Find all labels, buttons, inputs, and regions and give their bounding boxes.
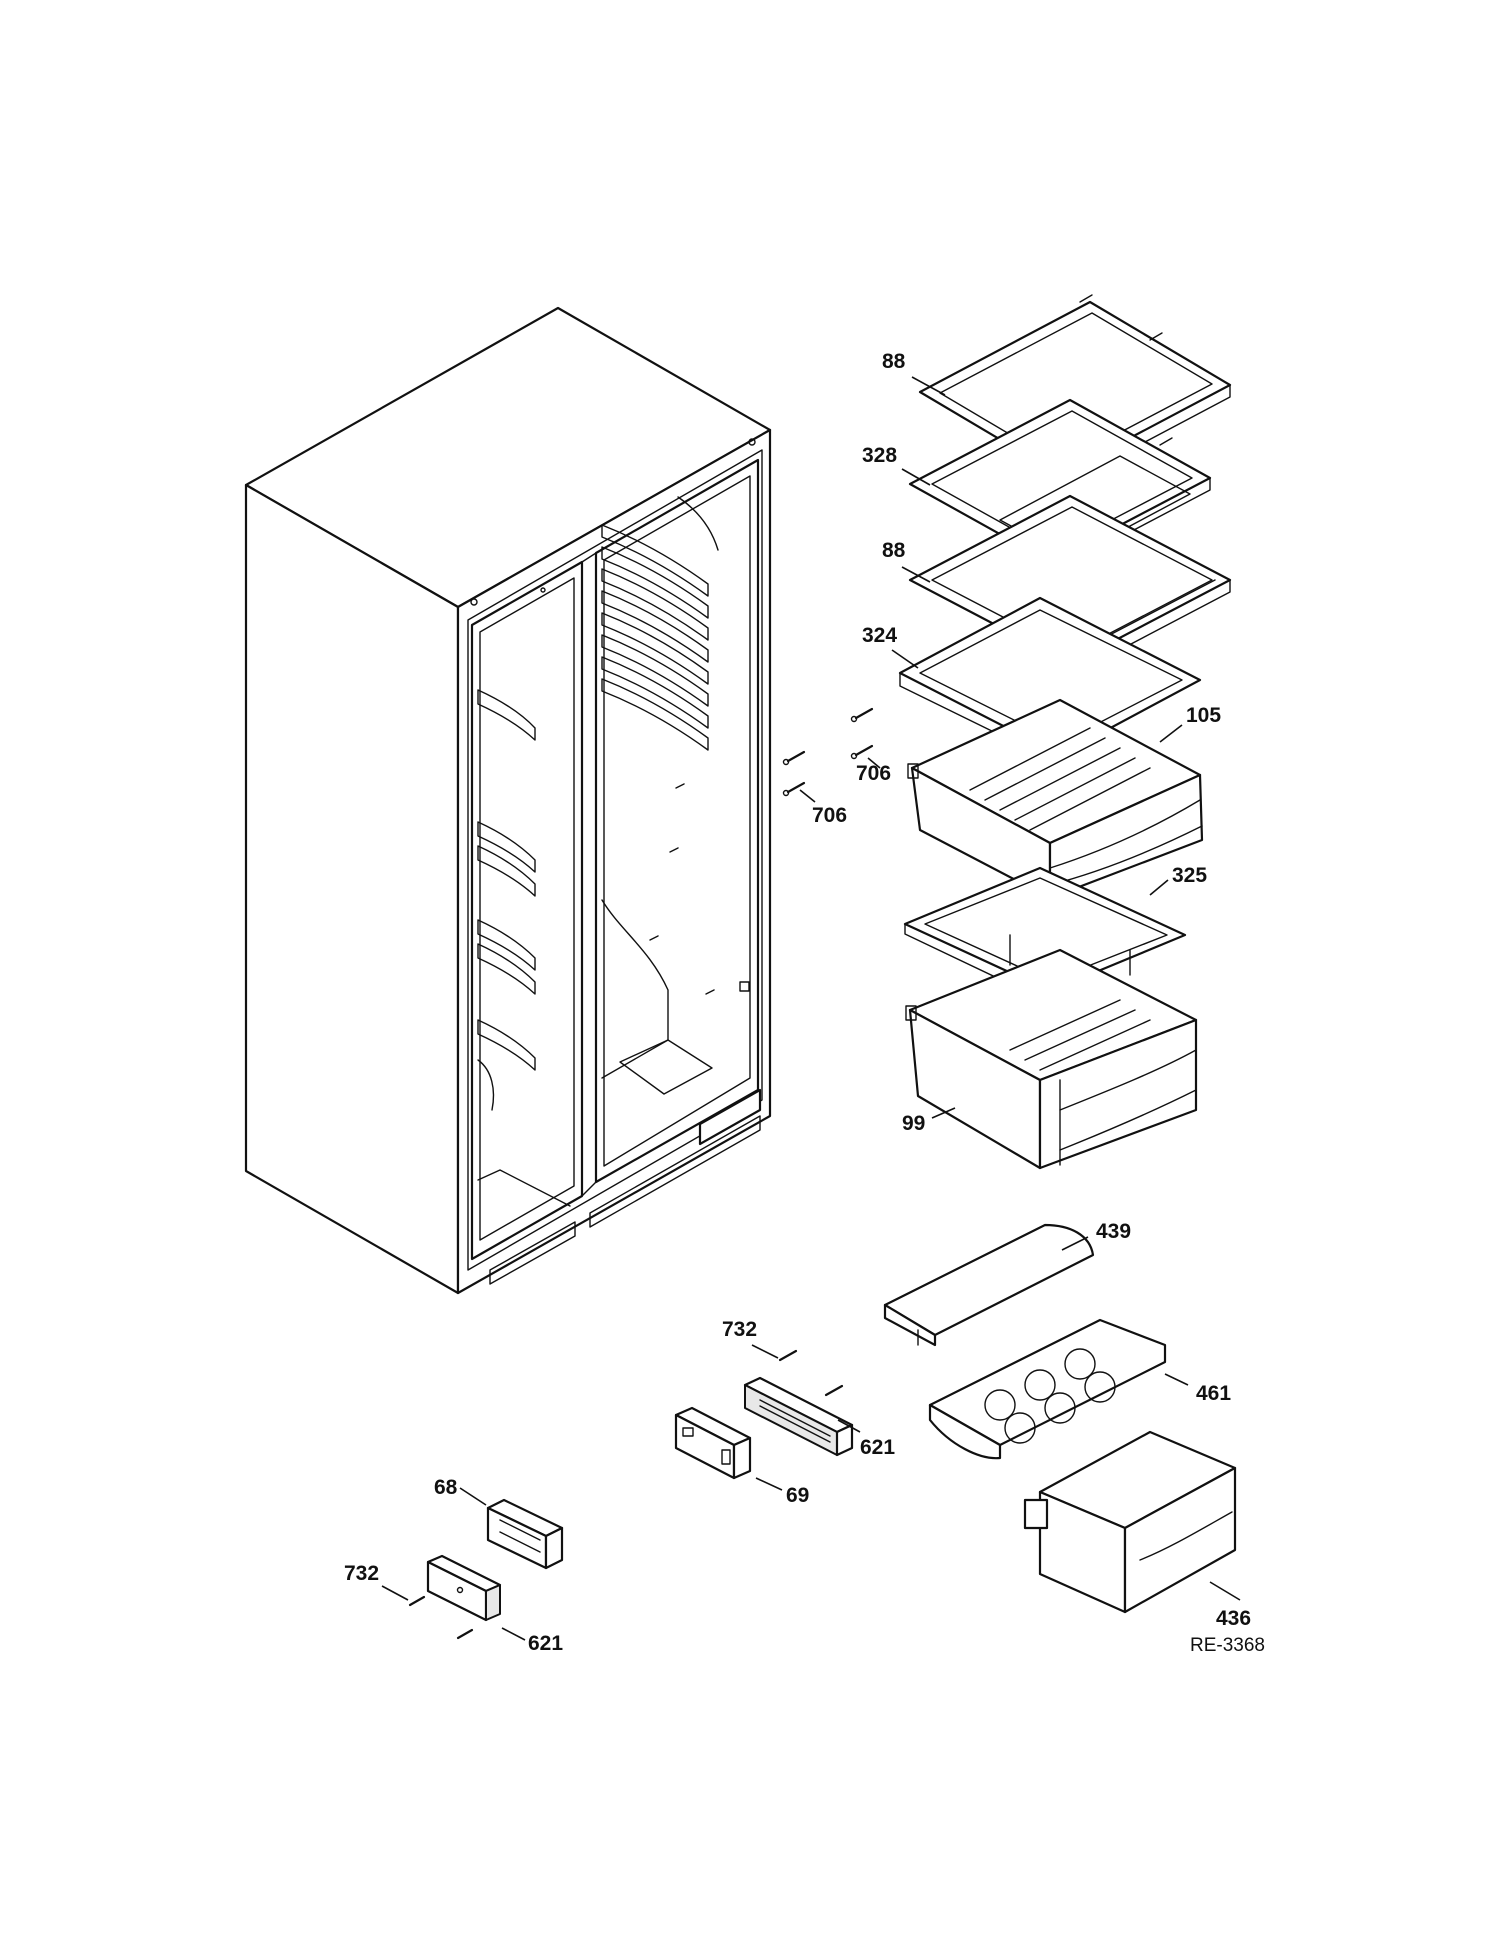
diagram-reference-code: RE-3368 — [1190, 1635, 1265, 1656]
callout-99: 99 — [902, 1112, 925, 1135]
callout-621-lower: 621 — [528, 1632, 563, 1655]
cover-439[interactable] — [883, 1223, 1095, 1347]
panel-621-lower[interactable] — [426, 1554, 502, 1622]
callout-328: 328 — [862, 444, 897, 467]
egg-tray-461[interactable] — [928, 1318, 1167, 1460]
screw-732-upper[interactable] — [778, 1349, 844, 1397]
callout-621-upper: 621 — [860, 1436, 895, 1459]
drawer-436[interactable] — [1023, 1430, 1237, 1614]
callout-439: 439 — [1096, 1220, 1131, 1243]
callout-88-top: 88 — [882, 350, 906, 373]
callout-68: 68 — [434, 1476, 458, 1499]
callout-732-upper: 732 — [722, 1318, 757, 1341]
callout-706-right: 706 — [856, 762, 891, 785]
bracket-68[interactable] — [486, 1498, 564, 1570]
callout-732-lower: 732 — [344, 1562, 379, 1585]
callout-706-left: 706 — [812, 804, 847, 827]
screw-706-group[interactable] — [782, 707, 874, 797]
callout-105: 105 — [1186, 704, 1221, 727]
callout-labels: 88 328 88 324 105 706 706 325 99 439 732… — [344, 350, 1251, 1655]
leader-lines — [381, 376, 1241, 1641]
housing-69[interactable] — [674, 1406, 752, 1480]
callout-69: 69 — [786, 1484, 809, 1507]
screw-732-lower[interactable] — [408, 1595, 474, 1640]
pan-105[interactable] — [907, 698, 1204, 900]
callout-325: 325 — [1172, 864, 1207, 887]
panel-621-upper[interactable] — [743, 1376, 854, 1457]
callout-88-middle: 88 — [882, 539, 906, 562]
pan-99[interactable] — [905, 948, 1198, 1170]
callout-461: 461 — [1196, 1382, 1231, 1405]
refrigerator-cabinet[interactable] — [244, 306, 772, 1295]
callout-324: 324 — [862, 624, 897, 647]
callout-436: 436 — [1216, 1607, 1251, 1630]
